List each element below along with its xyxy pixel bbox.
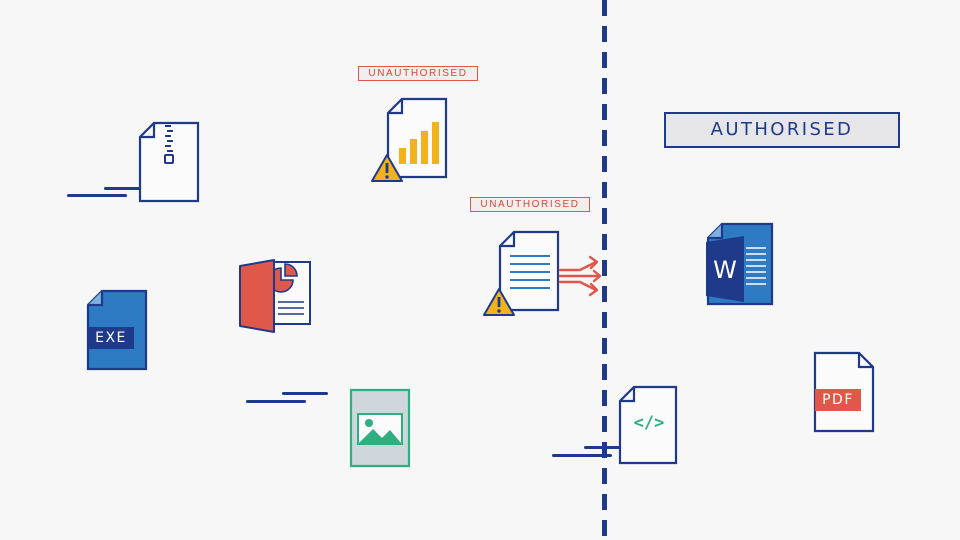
motion-line — [104, 187, 150, 190]
word-file: W — [706, 222, 774, 306]
code-file-icon — [618, 385, 678, 465]
motion-line — [67, 194, 127, 197]
boundary-divider — [602, 0, 607, 540]
unauthorised-label-middle: UNAUTHORISED — [470, 197, 590, 212]
powerpoint-file-icon — [239, 259, 311, 333]
unauthorised-label-top: UNAUTHORISED — [358, 66, 478, 81]
pdf-badge: PDF — [822, 392, 854, 408]
chart-file-icon — [386, 97, 448, 179]
word-file-icon — [706, 222, 774, 306]
pdf-file-icon — [813, 351, 875, 433]
authorised-label: AUTHORISED — [664, 112, 900, 148]
word-badge: W — [713, 256, 737, 284]
motion-line — [552, 454, 612, 457]
code-file: </> — [618, 385, 678, 465]
motion-line — [282, 392, 328, 395]
text-document-icon — [498, 230, 560, 312]
code-badge: </> — [633, 413, 665, 433]
zip-file-icon — [138, 121, 200, 203]
exe-file-icon — [86, 289, 148, 371]
pdf-file: PDF — [813, 351, 875, 433]
motion-line — [246, 400, 306, 403]
exe-badge: EXE — [95, 330, 127, 346]
motion-line — [584, 446, 626, 449]
exe-file: EXE — [86, 289, 148, 371]
warning-icon — [371, 154, 403, 182]
export-arrows-icon — [558, 255, 602, 297]
image-file-icon — [349, 388, 411, 468]
warning-icon — [483, 288, 515, 316]
